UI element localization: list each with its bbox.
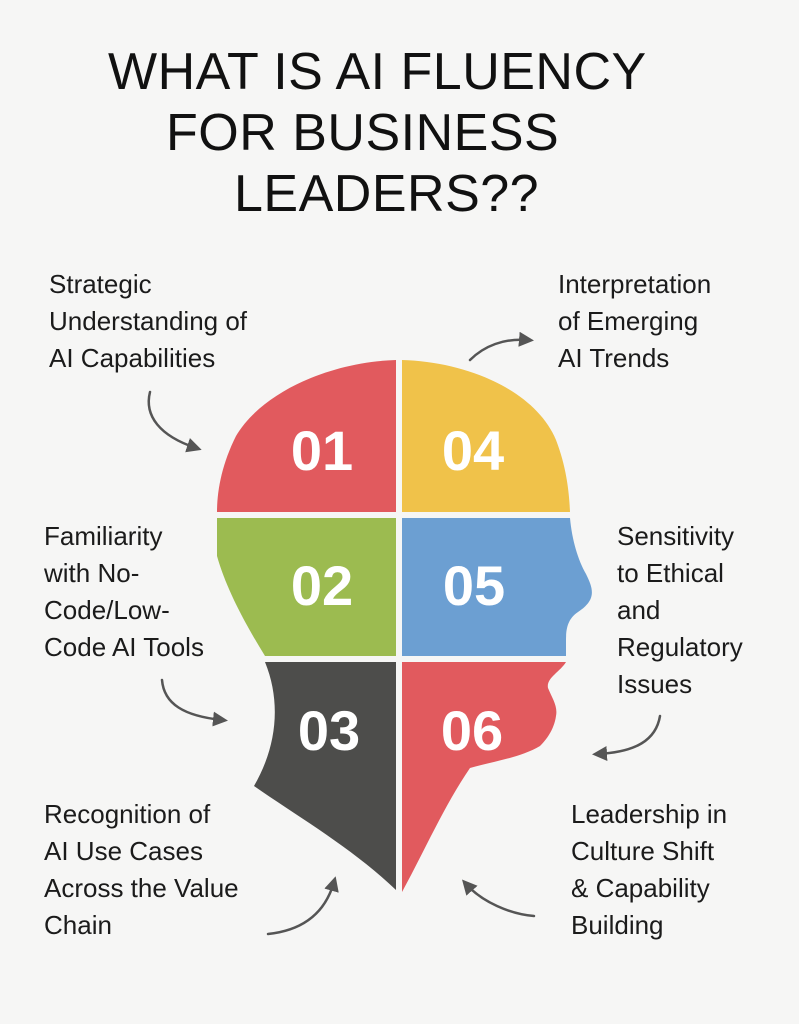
caption-04-line: of Emerging xyxy=(558,306,699,336)
caption-04-line: Interpretation xyxy=(558,269,712,299)
segment-03 xyxy=(254,662,396,890)
caption-02-line: Code/Low- xyxy=(44,595,170,625)
caption-05-line: Regulatory xyxy=(617,632,743,662)
page-title-line-1: WHAT IS AI FLUENCY xyxy=(108,43,647,101)
caption-06: Leadership in Culture Shift & Capability… xyxy=(571,796,727,944)
caption-05-line: Sensitivity xyxy=(617,521,735,551)
caption-04: Interpretation of Emerging AI Trends xyxy=(558,266,711,377)
segment-01 xyxy=(217,360,396,512)
segment-number-01: 01 xyxy=(291,419,353,482)
caption-05-line: Issues xyxy=(617,669,693,699)
caption-05-line: to Ethical xyxy=(617,558,724,588)
page-title-line-3: LEADERS?? xyxy=(234,165,540,223)
caption-06-line: Culture Shift xyxy=(571,836,715,866)
caption-05-line: and xyxy=(617,595,661,625)
page-title-line-2: FOR BUSINESS xyxy=(166,104,560,162)
caption-03: Recognition of AI Use Cases Across the V… xyxy=(44,796,239,944)
caption-03-line: Across the Value xyxy=(44,873,239,903)
segment-number-05: 05 xyxy=(443,554,505,617)
segment-06 xyxy=(402,662,566,892)
caption-06-line: Building xyxy=(571,910,664,940)
caption-04-line: AI Trends xyxy=(558,343,670,373)
caption-02-line: Familiarity xyxy=(44,521,163,551)
caption-02-line: with No- xyxy=(44,558,140,588)
caption-02: Familiarity with No- Code/Low- Code AI T… xyxy=(44,518,204,666)
caption-06-line: Leadership in xyxy=(571,799,728,829)
caption-01-line: Strategic xyxy=(49,269,152,299)
segment-number-04: 04 xyxy=(442,419,504,482)
caption-06-line: & Capability xyxy=(571,873,710,903)
segment-number-02: 02 xyxy=(291,554,353,617)
caption-03-line: Recognition of xyxy=(44,799,211,829)
segment-02 xyxy=(217,518,396,656)
segment-05 xyxy=(402,518,592,656)
segment-number-03: 03 xyxy=(298,699,360,762)
caption-01-line: AI Capabilities xyxy=(49,343,216,373)
caption-03-line: Chain xyxy=(44,910,112,940)
segment-number-06: 06 xyxy=(441,699,503,762)
caption-05: Sensitivity to Ethical and Regulatory Is… xyxy=(617,518,743,703)
caption-03-line: AI Use Cases xyxy=(44,836,203,866)
caption-01: Strategic Understanding of AI Capabiliti… xyxy=(49,266,247,377)
segment-04 xyxy=(402,360,570,512)
caption-02-line: Code AI Tools xyxy=(44,632,204,662)
caption-01-line: Understanding of xyxy=(49,306,248,336)
